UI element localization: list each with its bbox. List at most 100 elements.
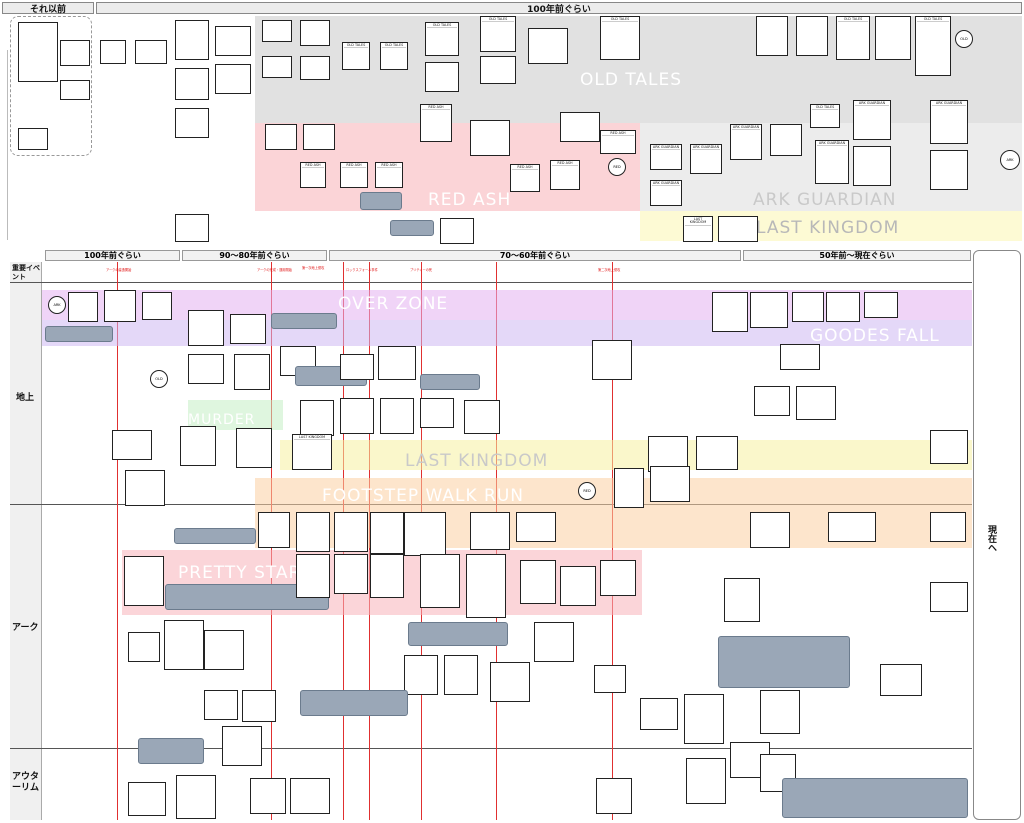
ark-node [370,512,404,554]
ground-node: LAST KINGDOM [292,434,332,470]
ground-node [112,430,152,460]
note-bottom [718,636,850,688]
top-node [480,56,516,84]
top-node [930,150,968,190]
ground-node [826,292,860,322]
before-group [10,16,92,156]
outer-node [686,758,726,804]
top-node [796,16,828,56]
top-node [303,124,335,150]
ground-node [188,354,224,384]
note-top [390,220,434,236]
top-node: ARK GUARDIAN [815,140,849,184]
top-node [265,124,297,150]
ground-node [750,292,788,328]
old-tales-label: OLD TALES [580,70,683,90]
row-ground: 地上 [16,393,35,403]
event-label: ブリティーの死 [410,268,433,272]
outer-node [250,778,286,814]
outer-node [222,726,262,766]
note-top [360,192,402,210]
top-node [300,56,330,80]
now-panel [973,250,1021,820]
last-kingdom-band [280,440,972,470]
ark-node [600,560,636,596]
top-node [60,80,90,100]
ark-node [640,698,678,730]
ark-guardian-label: ARK GUARDIAN [753,190,897,210]
ark-node [534,622,574,662]
top-node: RED ASH [510,164,540,192]
ark-node [128,632,160,662]
ground-node [234,354,270,390]
event-line [117,262,118,820]
row-divider [10,748,972,749]
ground-node [792,292,824,322]
ark-node [204,630,244,670]
ground-node [592,340,632,380]
ground-node [696,436,738,470]
left-side-top [2,50,8,240]
ark-circle: ARK [48,296,66,314]
ground-node [340,398,374,434]
ark-node [404,512,446,556]
ark-node [404,655,438,695]
ground-node [378,346,416,380]
ground-node [104,290,136,322]
ark-node [296,512,330,552]
top-node: RED ASH [300,162,326,188]
row-event: 重要イベント [12,264,40,281]
top-node [300,20,330,46]
timeline-50-now: 50年前〜現在ぐらい [743,250,971,261]
last-kingdom-label-top: LAST KINGDOM [756,218,900,238]
outer-node [596,778,632,814]
ground-node [142,292,172,320]
ground-node [300,400,334,436]
ground-node [754,386,790,416]
top-node [528,28,568,64]
ground-node [712,292,748,332]
ark-node [516,512,556,542]
ark-circle: ARK [1000,150,1020,170]
row-divider [10,282,972,283]
top-node [470,120,510,156]
ark-node [242,690,276,722]
top-node [425,62,459,92]
ark-node [420,554,460,608]
row-ark: アーク [12,623,39,633]
top-node [60,40,90,66]
ark-node [164,620,204,670]
ark-node [520,560,556,604]
top-node: RED ASH [600,130,636,154]
top-node [175,20,209,60]
ark-node [334,554,368,594]
event-label: ロックスフォール事件 [346,268,378,272]
top-node [770,124,802,156]
ark-node [334,512,368,552]
note-bottom [782,778,968,818]
top-node [215,26,251,56]
ark-node [560,566,596,606]
pretty-star-label: PRETTY STAR [178,563,302,583]
top-node: RED ASH [420,104,452,142]
old-circle: OLD [150,370,168,388]
red-ash-label: RED ASH [428,190,512,210]
top-node: OLD TALES [915,16,951,76]
note-bottom [300,690,408,716]
top-node [18,22,58,82]
ark-node [930,582,968,612]
note-bottom [420,374,480,390]
ark-node [724,578,760,622]
ark-node [760,690,800,734]
ark-node [258,512,290,548]
ground-node [180,426,216,466]
top-node: ARK GUARDIAN [930,100,968,144]
ground-node [864,292,898,318]
top-node: OLD TALES [810,104,840,128]
top-node [175,68,209,100]
ark-node [470,512,510,550]
ground-node [380,398,414,434]
ground-node [68,292,98,322]
top-node: ARK GUARDIAN [650,144,682,170]
top-node: OLD TALES [425,22,459,56]
